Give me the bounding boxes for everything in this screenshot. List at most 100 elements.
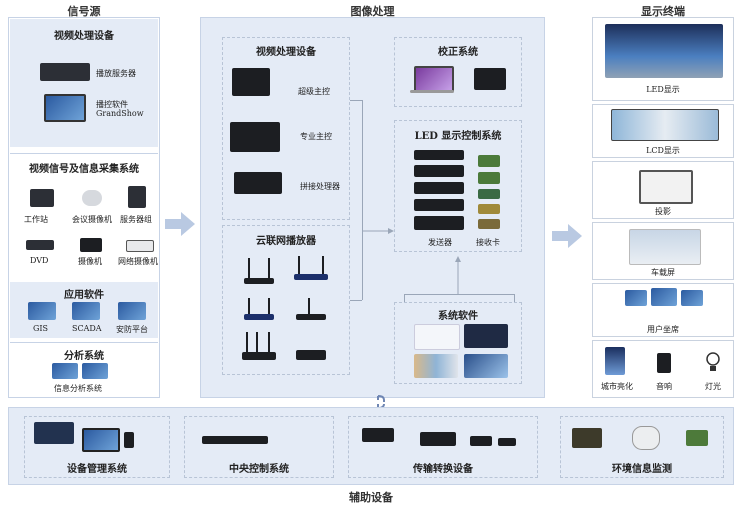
sender-icon-1 [414, 150, 464, 160]
analysis-screen-icon-2 [82, 363, 108, 379]
dvd-icon [26, 240, 54, 250]
aux-section-title: 辅助设备 [349, 491, 393, 504]
capture-title: 视频信号及信息采集系统 [29, 164, 139, 175]
display-lcd: LCD显示 [592, 104, 734, 158]
receiver-card-icon-3 [478, 189, 500, 199]
workstation-label: 工作站 [24, 215, 48, 224]
transmission-device-1 [362, 428, 394, 442]
receiver-card-icon-5 [478, 219, 500, 229]
splicing-processor-label: 拼接处理器 [300, 182, 340, 191]
dvd-label: DVD [30, 256, 49, 265]
cloud-player-title: 云联网播放器 [256, 236, 316, 247]
seat-monitor-2 [651, 288, 677, 306]
env-board-icon [572, 428, 602, 448]
device-mgmt-screen-1 [34, 422, 74, 444]
speaker-icon [657, 353, 671, 373]
software-bracket-h [404, 294, 514, 295]
connector-line-top [350, 100, 362, 101]
source-section-title: 信号源 [67, 5, 101, 18]
proc-video-devices-box [222, 37, 350, 220]
speaker-label: 音响 [656, 382, 672, 391]
super-controller-label: 超级主控 [298, 87, 330, 96]
transmission-label: 传输转换设备 [413, 464, 473, 475]
playback-server-label: 播放服务器 [96, 69, 136, 78]
camcorder-icon [80, 238, 102, 252]
sender-icon-5 [414, 216, 464, 230]
analysis-box: 分析系统 信息分析系统 [10, 342, 158, 396]
led-wall-image [605, 24, 723, 78]
source-video-devices-box: 视频处理设备 播放服务器 播控软件 GrandShow [10, 19, 158, 147]
arrow-to-led-icon [362, 228, 394, 234]
software-bracket-r [514, 294, 515, 302]
display-misc: 城市亮化 音响 灯光 [592, 340, 734, 398]
grandshow-label: GrandShow [96, 109, 144, 118]
arrow-right-icon-2 [552, 224, 582, 248]
projector-label: 投影 [655, 207, 671, 216]
device-mgmt-label: 设备管理系统 [67, 464, 127, 475]
pro-controller-icon [230, 122, 280, 152]
apps-title: 应用软件 [64, 290, 104, 301]
display-section-title: 显示终端 [641, 5, 685, 18]
environment-label: 环境信息监测 [612, 464, 672, 475]
env-module-icon [686, 430, 708, 446]
receiver-card-icon-1 [478, 155, 500, 167]
sender-icon-4 [414, 199, 464, 211]
led-control-title: LED 显示控制系统 [414, 131, 502, 142]
aux-transmission-box [348, 416, 538, 478]
device-mgmt-phone [124, 432, 134, 448]
aux-central-control-box [184, 416, 334, 478]
aux-environment-box [560, 416, 724, 478]
user-seat-label: 用户坐席 [647, 325, 679, 334]
apps-box: 应用软件 GIS SCADA 安防平台 [10, 282, 158, 338]
sender-icon-2 [414, 165, 464, 177]
device-mgmt-tablet [82, 428, 120, 452]
processing-section-title: 图像处理 [350, 5, 395, 18]
vehicle-label: 车载屏 [651, 268, 675, 277]
lcd-display-label: LCD显示 [646, 146, 680, 155]
capture-box: 视频信号及信息采集系统 工作站 会议摄像机 服务器组 DVD 摄像机 网络摄像机 [10, 153, 158, 278]
camcorder-label: 摄像机 [78, 257, 102, 266]
display-vehicle: 车载屏 [592, 222, 734, 280]
software-bracket-l [404, 294, 405, 302]
software-title: 系统软件 [438, 311, 478, 322]
receiver-card-label: 接收卡 [476, 238, 500, 247]
software-box [394, 302, 522, 384]
display-user-seat: 用户坐席 [592, 283, 734, 337]
receiver-card-icon-4 [478, 204, 500, 214]
lcd-wall-image [611, 109, 719, 141]
receiver-card-icon-2 [478, 172, 500, 184]
transmission-device-3 [470, 436, 492, 446]
seat-monitor-3 [681, 290, 703, 306]
city-lighting-label: 城市亮化 [601, 382, 633, 391]
aux-device-mgmt-box [24, 416, 170, 478]
display-projector: 投影 [592, 161, 734, 219]
vehicle-screen-image [629, 229, 701, 265]
playback-server-icon [40, 63, 90, 81]
laptop-icon [414, 66, 454, 92]
network-camera-icon [126, 240, 154, 252]
software-screenshot-4 [464, 354, 508, 378]
router-icons [242, 256, 328, 360]
software-screenshot-3 [414, 354, 458, 378]
splicing-processor-icon [234, 172, 282, 194]
super-controller-icon [232, 68, 270, 96]
arrow-up-icon [455, 256, 461, 294]
connector-line-vertical [362, 100, 363, 300]
analysis-screen-icon-1 [52, 363, 78, 379]
led-control-box [394, 120, 522, 252]
cloud-player-box [222, 225, 350, 375]
security-label: 安防平台 [116, 325, 148, 334]
sender-label: 发送器 [428, 238, 452, 247]
projector-screen-image [639, 170, 693, 204]
light-bulb-icon [706, 352, 720, 371]
gis-label: GIS [33, 324, 49, 333]
proc-video-devices-title: 视频处理设备 [256, 47, 316, 58]
sender-icon-3 [414, 182, 464, 194]
workstation-icon [30, 189, 54, 207]
gis-screen-icon [28, 302, 56, 320]
seat-monitor-1 [625, 290, 647, 306]
analysis-label: 信息分析系统 [54, 384, 102, 393]
network-camera-label: 网络摄像机 [118, 257, 158, 266]
monitor-icon [44, 94, 86, 122]
connector-line-bottom [350, 300, 362, 301]
